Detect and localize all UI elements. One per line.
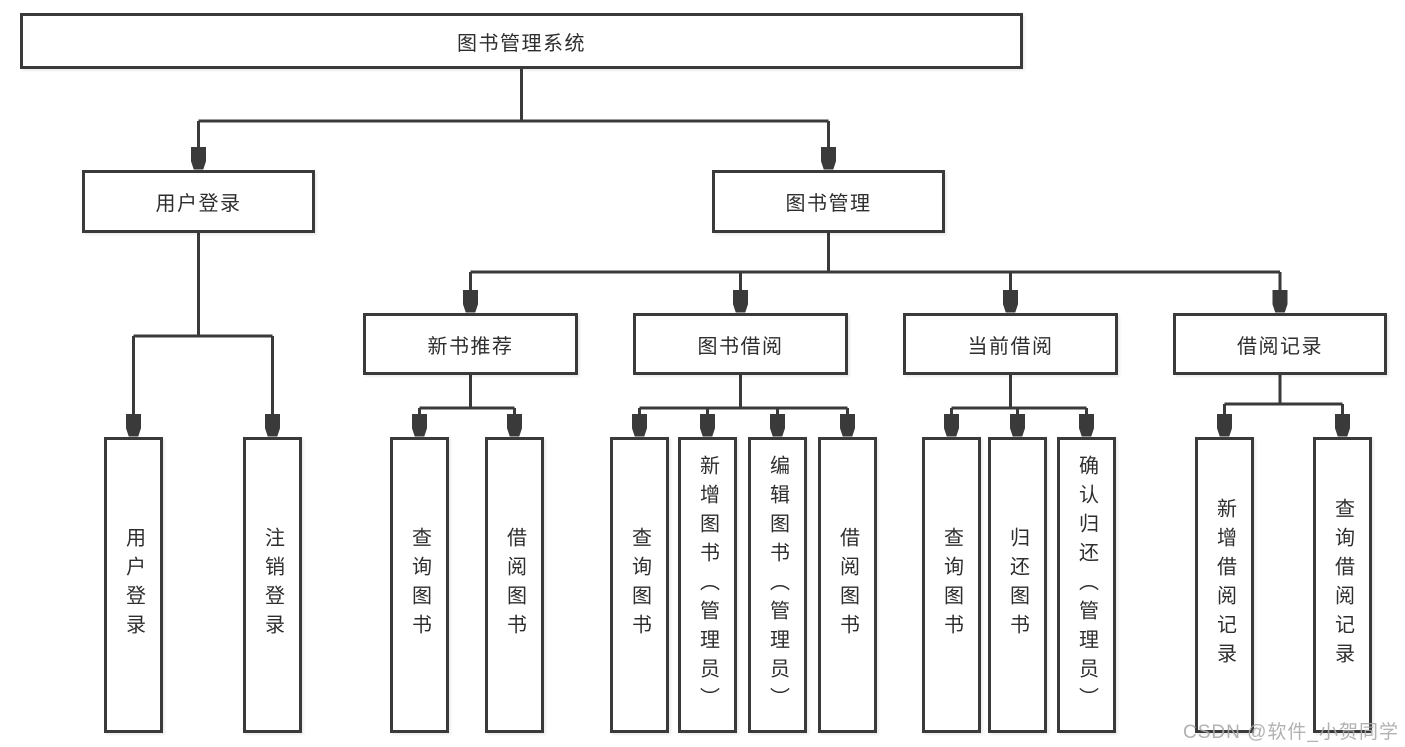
leaf-borrowing-borrow-books: 借阅图书 [818,437,877,733]
leaf-edit-books-admin: 编辑图书（管理员） [748,437,807,733]
csdn-watermark: CSDN @软件_小贺同学 [1183,722,1399,743]
leaf-query-borrow-record: 查询借阅记录 [1313,437,1372,733]
leaf-recommend-borrow-books: 借阅图书 [485,437,544,733]
node-book-borrowing: 图书借阅 [633,313,848,375]
leaf-return-books: 归还图书 [988,437,1047,733]
leaf-borrowing-query-books: 查询图书 [610,437,669,733]
leaf-add-borrow-record: 新增借阅记录 [1195,437,1254,733]
leaf-logout: 注销登录 [243,437,302,733]
leaf-recommend-query-books: 查询图书 [390,437,449,733]
node-current-borrowing: 当前借阅 [903,313,1118,375]
node-borrowing-records: 借阅记录 [1173,313,1387,375]
leaf-current-query-books: 查询图书 [922,437,981,733]
leaf-user-login: 用户登录 [104,437,163,733]
node-new-book-recommend: 新书推荐 [363,313,578,375]
leaf-confirm-return-admin: 确认归还（管理员） [1057,437,1116,733]
node-user-login: 用户登录 [82,170,315,233]
leaf-add-books-admin: 新增图书（管理员） [678,437,737,733]
node-library-management-system: 图书管理系统 [20,13,1023,69]
connector-trunks [133,69,1343,410]
node-book-management: 图书管理 [712,170,945,233]
